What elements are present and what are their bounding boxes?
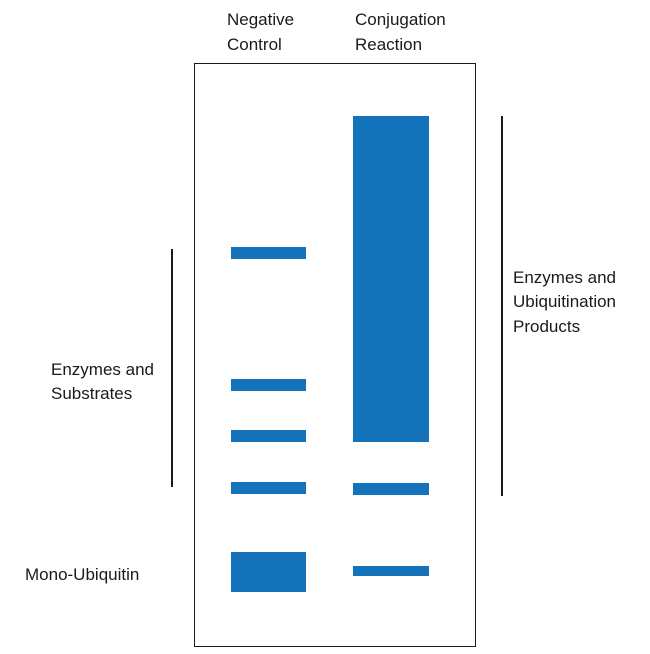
enzymes-products-label-line1: Enzymes and <box>513 268 616 287</box>
lane-header-conjugation-reaction-line2: Reaction <box>355 35 423 54</box>
lane-header-conjugation-reaction-line1: Conjugation <box>355 10 446 29</box>
enzymes-substrates-bracket-line <box>171 249 173 487</box>
mono-ubiquitin-label: Mono-Ubiquitin <box>25 565 140 584</box>
negative-control-band-2 <box>231 379 306 391</box>
gel-outline <box>194 63 476 647</box>
enzymes-substrates-label-line2: Substrates <box>51 384 133 403</box>
enzymes-substrates-label-line1: Enzymes and <box>51 360 154 379</box>
conjugation-smear-band <box>353 116 429 442</box>
enzymes-products-bracket-line <box>501 116 503 496</box>
enzymes-products-label-line3: Products <box>513 317 581 336</box>
negative-control-band-3 <box>231 430 306 442</box>
conjugation-mono-ubiquitin-band <box>353 566 429 576</box>
conjugation-band-lower <box>353 483 429 495</box>
negative-control-mono-ubiquitin-band <box>231 552 306 592</box>
lane-header-negative-control-line1: Negative <box>227 10 295 29</box>
lane-header-negative-control-line2: Control <box>227 35 282 54</box>
negative-control-band-1 <box>231 247 306 259</box>
enzymes-products-label-line2: Ubiquitination <box>513 292 617 311</box>
negative-control-band-4 <box>231 482 306 494</box>
